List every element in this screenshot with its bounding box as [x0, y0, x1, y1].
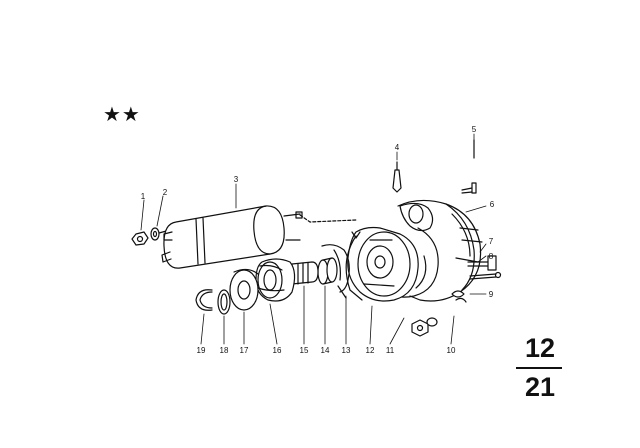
drive-end-cover-part	[345, 226, 419, 302]
through-bolt-part	[469, 271, 502, 280]
callout-label: 6	[489, 200, 495, 209]
group-number-divider	[516, 367, 562, 369]
group-number-bottom: 21	[524, 372, 556, 402]
washer-part	[150, 227, 171, 241]
callout-label: 9	[488, 290, 494, 299]
long-bolt-part	[461, 139, 477, 194]
callout-label: 8	[488, 252, 494, 261]
callout-label: 2	[162, 188, 168, 197]
callout-label: 14	[320, 346, 330, 355]
callout-label: 13	[341, 346, 351, 355]
callout-label: 16	[272, 346, 282, 355]
callout-label: 18	[219, 346, 229, 355]
bolt-part	[392, 161, 402, 193]
callout-label: 4	[394, 143, 400, 152]
screw-part	[467, 255, 497, 271]
pinion-shaft-part	[291, 261, 319, 285]
group-number-top: 12	[524, 333, 556, 363]
shift-lever-part	[321, 244, 350, 299]
collar-part	[229, 268, 259, 311]
callout-label: 11	[385, 346, 395, 355]
callout-label: 17	[239, 346, 249, 355]
ring-part	[217, 289, 231, 315]
callout-label: 7	[488, 237, 494, 246]
circlip-part	[195, 289, 213, 311]
nut-part	[131, 231, 149, 246]
leader-lines	[140, 133, 487, 345]
callout-label: 12	[365, 346, 375, 355]
overrunning-clutch-part	[255, 258, 296, 302]
callout-label: 15	[299, 346, 309, 355]
sleeve-part	[317, 257, 338, 285]
callout-label: 3	[233, 175, 239, 184]
spring-washer-part	[451, 290, 465, 298]
hex-nut-part	[411, 317, 438, 337]
starter-housing-part	[383, 199, 483, 302]
callout-label: 19	[196, 346, 206, 355]
double-star-marker: ★★	[103, 102, 141, 126]
lock-clip-part	[455, 297, 467, 303]
callout-label: 5	[471, 125, 477, 134]
callout-label: 1	[140, 192, 146, 201]
callout-label: 10	[446, 346, 456, 355]
solenoid-part	[161, 205, 303, 269]
